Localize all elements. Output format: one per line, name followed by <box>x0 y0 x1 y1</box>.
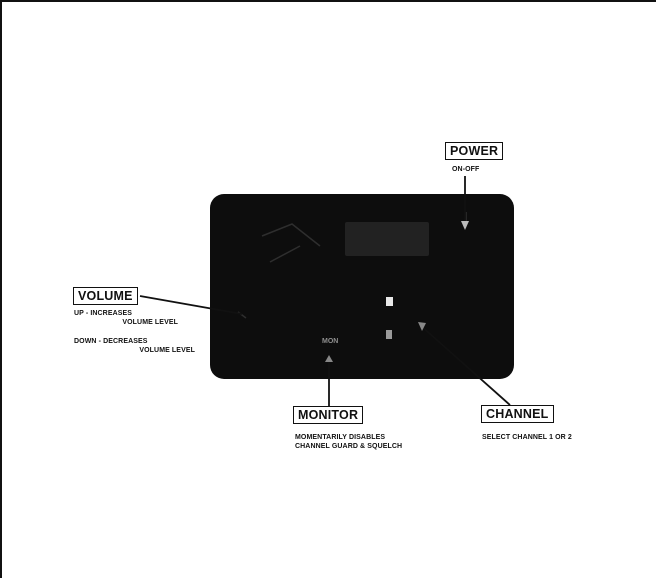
volume-leader-line <box>139 295 243 315</box>
monitor-arrow <box>325 355 333 362</box>
mon-button-label: MON <box>322 338 339 345</box>
channel-2-button[interactable] <box>386 330 392 339</box>
channel-arrow <box>418 322 426 331</box>
channel-caption: SELECT CHANNEL 1 OR 2 <box>482 434 572 441</box>
panel-details <box>237 212 467 319</box>
volume-label: VOLUME <box>73 287 138 305</box>
volume-caption-up: UP - INCREASES <box>74 310 133 317</box>
power-arrow <box>461 221 469 230</box>
monitor-caption-2: CHANNEL GUARD & SQUELCH <box>295 443 403 450</box>
volume-caption-down-2: VOLUME LEVEL <box>139 347 195 354</box>
monitor-caption-1: MOMENTARILY DISABLES <box>295 434 386 441</box>
power-label: POWER <box>445 142 504 160</box>
power-caption: ON-OFF <box>452 166 480 173</box>
monitor-label: MONITOR <box>293 406 364 424</box>
volume-caption-up-2: VOLUME LEVEL <box>122 319 178 326</box>
channel-1-button[interactable] <box>386 297 393 306</box>
channel-leader-line <box>419 324 511 406</box>
panel-display <box>345 222 429 256</box>
channel-label: CHANNEL <box>481 405 554 423</box>
volume-caption-down: DOWN - DECREASES <box>74 338 148 345</box>
